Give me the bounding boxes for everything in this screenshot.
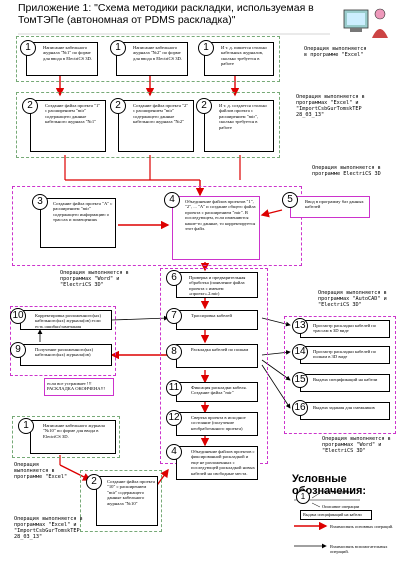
step-number-11: 11 <box>166 380 182 396</box>
region-electrics-top <box>12 186 302 266</box>
step-number-7: 7 <box>166 308 182 324</box>
step-8[interactable]: Раскладка кабелей по полкам <box>176 344 258 368</box>
legend-main-link: Взаимосвязь основных операций. <box>330 524 394 529</box>
step-13[interactable]: Просмотр раскладки кабелей по трассам в … <box>300 320 390 338</box>
step-6-text: Проверка и предварительная обработка (по… <box>189 275 246 297</box>
step-number-3: 3 <box>32 194 48 210</box>
step-2a[interactable]: Создание файла проекта "1" с расширением… <box>30 100 106 152</box>
step-4b[interactable]: Объединение файлов проектов с фиксирован… <box>176 446 258 480</box>
step-2a-text: Создание файла проекта "1" с расширением… <box>45 103 101 125</box>
page-title: Приложение 1: "Схема методики раскладки,… <box>18 2 314 26</box>
step-2b-text: Создание файла проекта "2" с расширением… <box>133 103 189 125</box>
step-3[interactable]: Создание файла проекта "А" с расширением… <box>40 198 116 248</box>
step-1d-text: Написание кабельного журнала "№10" по фо… <box>43 423 105 439</box>
step-number-8: 8 <box>166 344 182 360</box>
legend-aux-link: Взаимосвязь вспомогательных операций. <box>330 544 388 555</box>
step-number-4b: 4 <box>166 444 182 460</box>
step-16-text: Выдача задания для смежников <box>313 405 375 410</box>
step-16[interactable]: Выдача задания для смежников <box>300 402 390 420</box>
step-2b[interactable]: Создание файла проекта "2" с расширением… <box>118 100 194 152</box>
op-note-excel-import-bottom: Операция выполняется в программах "Excel… <box>14 516 83 540</box>
step-4-text: Объединение файлов проектов "1", "2", ..… <box>185 199 256 232</box>
step-number-1: 1 <box>20 40 36 56</box>
step-number-12: 12 <box>166 410 182 426</box>
step-4[interactable]: Объединение файлов проектов "1", "2", ..… <box>172 196 260 260</box>
person-at-computer-icon <box>343 8 388 38</box>
step-11[interactable]: Фиксация раскладки кабеля. Создание файл… <box>176 382 258 402</box>
step-number-14: 14 <box>292 344 308 360</box>
step-1d[interactable]: Написание кабельного журнала "№10" по фо… <box>30 420 116 454</box>
step-number-1b: 1 <box>110 40 126 56</box>
legend-number-circle: 1 <box>296 490 310 504</box>
step-number-2c: 2 <box>196 98 212 114</box>
region-excel-import <box>16 92 280 158</box>
legend-op-label: Описание операции <box>322 504 360 509</box>
region-excel <box>16 36 280 82</box>
step-number-2b: 2 <box>110 98 126 114</box>
step-number-16: 16 <box>292 400 308 416</box>
step-2c-text: И т. д. создается столько файлов проекта… <box>219 103 267 130</box>
op-note-excel: Операция выполняется в программе "Excel" <box>304 46 367 58</box>
step-1a[interactable]: Написание кабельного журнала "№1" по фор… <box>26 42 98 76</box>
step-number-13: 13 <box>292 318 308 334</box>
step-13-text: Просмотр раскладки кабелей по трассам в … <box>313 323 377 334</box>
op-note-electrics: Операция выполняется в программе Electri… <box>312 165 381 177</box>
step-15[interactable]: Выдача спецификаций на кабели <box>300 374 390 392</box>
step-6[interactable]: Проверка и предварительная обработка (по… <box>176 272 258 298</box>
step-10-text: Корректировка разложенного(ых) кабельног… <box>35 313 102 329</box>
step-8-text: Раскладка кабелей по полкам <box>191 347 249 352</box>
step-1c[interactable]: И т. д. пишется столько кабельных журнал… <box>204 42 274 76</box>
step-number-1c: 1 <box>198 40 214 56</box>
op-note-excel-bottom: Операция выполняется в программе "Excel" <box>14 462 68 480</box>
step-9-text: Получение разложенного(ых) кабельного(ых… <box>35 347 94 358</box>
step-2d[interactable]: Создание файла проекта "10" с расширение… <box>96 476 158 526</box>
op-note-word-electrics-2: Операция выполняется в программах "Word"… <box>322 436 391 454</box>
step-2c[interactable]: И т. д. создается столько файлов проекта… <box>204 100 274 152</box>
step-number-1d: 1 <box>18 418 34 434</box>
step-9b[interactable]: если все устраивает !!!РАСКЛАДКА ОКОНЧЕН… <box>44 378 114 396</box>
step-9[interactable]: Получение разложенного(ых) кабельного(ых… <box>20 344 112 366</box>
region-autocad <box>284 316 396 434</box>
step-1b[interactable]: Написание кабельного журнала "№2" по фор… <box>116 42 188 76</box>
step-3-text: Создание файла проекта "А" с расширением… <box>53 201 113 223</box>
legend-example-box: Выдача спецификаций на кабели <box>300 510 372 520</box>
step-5-text: Ввод в программу баз данных кабелей <box>305 199 364 210</box>
step-number-2a: 2 <box>22 98 38 114</box>
step-9b-text: если все устраивает !!!РАСКЛАДКА ОКОНЧЕН… <box>47 381 106 392</box>
step-12[interactable]: Свертка проекта в исходное состояние (по… <box>176 412 258 436</box>
op-note-word-electrics: Операция выполняется в программах "Word"… <box>60 270 129 288</box>
step-14-text: Просмотр раскладки кабелей по полкам в 3… <box>313 349 377 360</box>
step-number-2d: 2 <box>86 474 102 490</box>
step-2d-text: Создание файла проекта "10" с расширение… <box>107 479 155 506</box>
step-1c-text: И т. д. пишется столько кабельных журнал… <box>221 45 267 67</box>
step-1b-text: Написание кабельного журнала "№2" по фор… <box>133 45 182 61</box>
step-number-15: 15 <box>292 372 308 388</box>
legend-title: Условные обозначения: <box>292 473 367 497</box>
legend-example-text: Выдача спецификаций на кабели <box>303 512 362 517</box>
region-word-electrics <box>10 306 116 376</box>
step-12-text: Свертка проекта в исходное состояние (по… <box>191 415 246 431</box>
step-number-9: 9 <box>10 342 26 358</box>
region-excel-bottom <box>12 416 120 458</box>
step-number-5: 5 <box>282 192 298 208</box>
step-number-6: 6 <box>166 270 182 286</box>
step-10[interactable]: Корректировка разложенного(ых) кабельног… <box>20 310 112 330</box>
step-7-text: Трассировка кабелей <box>191 313 232 318</box>
step-15-text: Выдача спецификаций на кабели <box>313 377 378 382</box>
step-number-4: 4 <box>164 192 180 208</box>
step-number-10: 10 <box>10 308 26 324</box>
op-note-autocad: Операция выполняется в программах "AutoC… <box>318 290 387 308</box>
step-1a-text: Написание кабельного журнала "№1" по фор… <box>43 45 92 61</box>
op-note-excel-import: Операция выполняется в программах "Excel… <box>296 94 365 118</box>
legend-num-label: Номер операции <box>322 489 353 494</box>
step-4b-text: Объединение файлов проектов с фиксирован… <box>191 449 255 476</box>
step-5[interactable]: Ввод в программу баз данных кабелей <box>290 196 370 218</box>
region-excel-import-bottom <box>80 470 162 532</box>
step-7[interactable]: Трассировка кабелей <box>176 310 258 330</box>
step-11-text: Фиксация раскладки кабеля. Создание файл… <box>191 385 247 396</box>
step-14[interactable]: Просмотр раскладки кабелей по полкам в 3… <box>300 346 390 364</box>
